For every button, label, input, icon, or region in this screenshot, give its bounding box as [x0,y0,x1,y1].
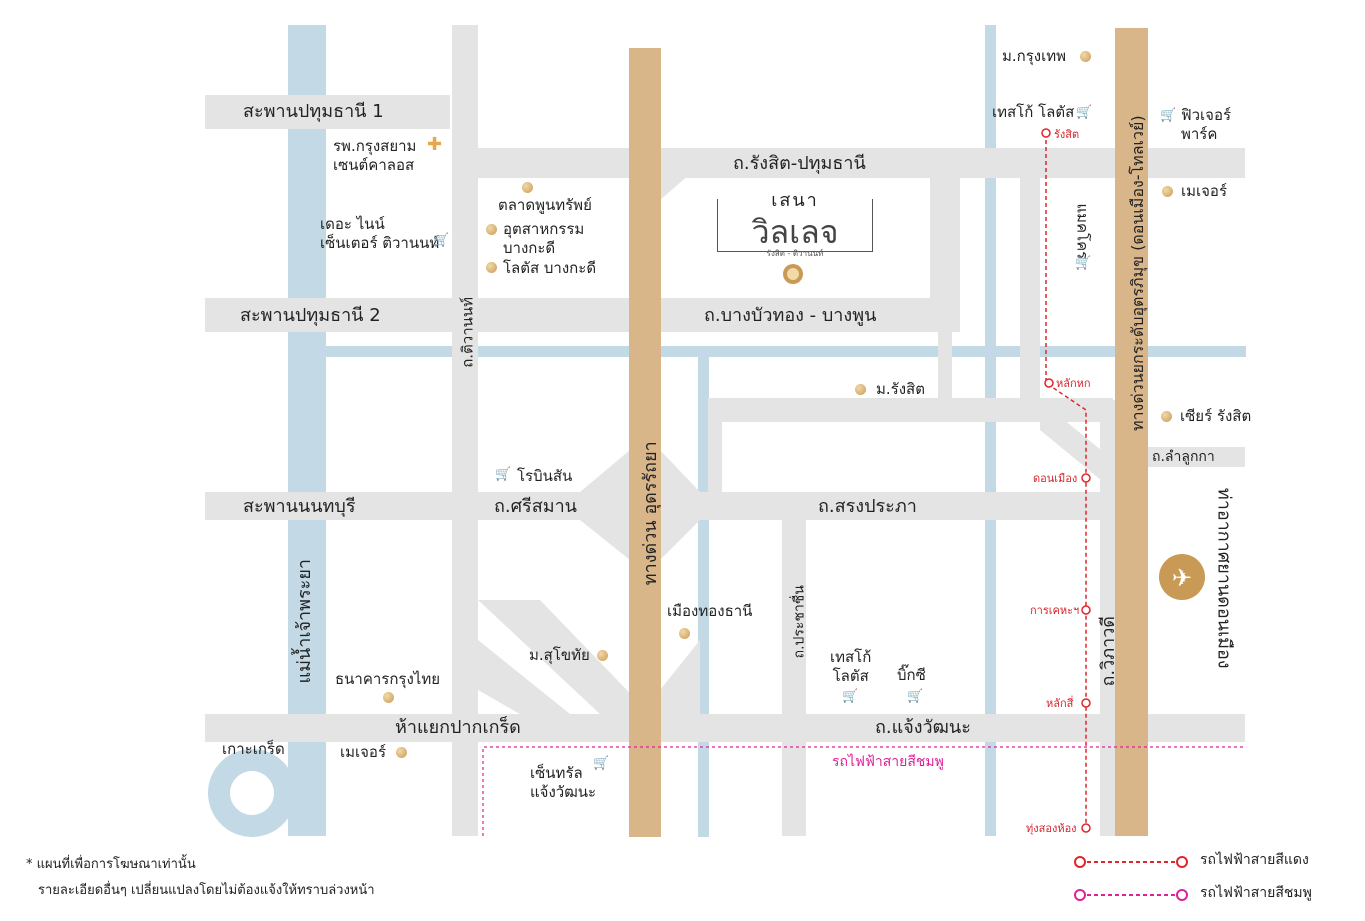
bangkok-uni-dot-icon [1080,51,1091,62]
airport-icon: ✈ [1159,554,1205,600]
tesco-lotus-top-label: เทสโก้ โลตัส [992,103,1075,121]
footnote-line-1: * แผนที่เพื่อการโฆษณาเท่านั้น [26,857,196,872]
tesco-lotus-bottom-cart-icon: 🛒 [842,689,859,704]
airport-label: ท่าอากาศยานดอนเมือง [1213,487,1235,669]
future-park-label: ฟิวเจอร์ พาร์ค [1181,106,1232,143]
talad-poonsap-dot-icon [522,182,533,193]
lotus-bangkadi-label: โลตัส บางกะดี [503,259,597,277]
canals [208,25,1246,837]
robinson-label: โรบินสัน [517,467,573,485]
pink-line [482,746,1245,836]
pakkret-junction-label: ห้าแยกปากเกร็ด [395,717,521,738]
songprapa-road-label: ถ.สรงประภา [818,496,917,517]
prachachuen-road-label: ถ.ประชาชื่น [791,585,808,659]
project-location-marker [783,264,803,284]
map-legend [1074,856,1188,901]
logo-frame [717,199,873,252]
svg-text:✈: ✈ [1172,564,1192,592]
chaengwattana-road-label: ถ.แจ้งวัฒนะ [875,717,971,738]
krungsiam-hospital-label: รพ.กรุงสยาม เซนต์คาลอส [333,137,417,174]
mueang-thong-dot-icon [679,628,690,639]
central-chaengwattana-label: เซ็นทรัล แจ้งวัฒนะ [530,764,597,801]
logo-subtitle: รังสิต - ติวานนท์ [766,249,824,258]
zeer-rangsit-dot-icon [1161,411,1172,422]
sena-village-logo: เสนา วิลเลจ รังสิต - ติวานนท์ [715,185,875,290]
expressways [629,28,1148,837]
bridge-2-label: สะพานปทุมธานี 2 [240,305,381,326]
rangsit-uni-label: ม.รังสิต [876,380,925,398]
srisaman-road-label: ถ.ศรีสมาน [494,496,577,517]
mueang-thong-label: เมืองทองธานี [667,602,753,620]
rangsit-uni-dot-icon [855,384,866,395]
industrial-estate-label: อุตสาหกรรม บางกะดี [503,220,585,257]
zeer-rangsit-label: เซียร์ รังสิต [1180,407,1252,425]
tesco-lotus-bottom-label: เทสโก้ โลตัส [830,648,872,685]
koh-kret-label: เกาะเกร็ด [222,740,285,758]
footnote-line-2: รายละเอียดอื่นๆ เปลี่ยนแปลงโดยไม่ต้องแจ้… [38,883,375,898]
the-nine-cart-icon: 🛒 [433,233,450,248]
legend-red-line-label: รถไฟฟ้าสายสีแดง [1200,852,1309,868]
major-bottom-dot-icon [396,747,407,758]
krungthai-bank-label: ธนาคารกรุงไทย [335,670,441,688]
station-thung-song-hong-label: ทุ่งสองห้อง [1026,822,1077,835]
bangbuathong-road-label: ถ.บางบัวทอง - บางพูน [704,305,877,326]
major-bottom-label: เมเจอร์ [340,743,386,761]
makro-cart-icon: 🛒 [1075,256,1092,271]
tiwanon-road-label: ถ.ติวานนท์ [458,296,477,368]
udonratthaya-expressway-label: ทางด่วน อุดรรัถยา [639,441,661,586]
station-rangsit-label: รังสิต [1054,128,1080,141]
river-label: แม่น้ำเจ้าพระยา [293,558,315,684]
bridge-1-label: สะพานปทุมธานี 1 [243,101,384,122]
red-line [1041,128,1091,833]
lamlukka-road-label: ถ.ลำลูกกา [1152,449,1215,465]
legend-pink-line-label: รถไฟฟ้าสายสีชมพู [1200,885,1312,901]
the-nine-label: เดอะ ไนน์ เซ็นเตอร์ ติวานนท์ [320,215,440,252]
rangsit-pathum-road-label: ถ.รังสิต-ปทุมธานี [733,153,866,174]
bangkok-uni-label: ม.กรุงเทพ [1002,47,1067,65]
station-lak-si-label: หลักสี่ [1046,697,1074,710]
future-park-cart-icon: 🛒 [1160,108,1177,123]
central-cart-icon: 🛒 [593,756,610,771]
hospital-plus-icon: ✚ [427,134,443,155]
station-don-mueang-label: ดอนเมือง [1033,472,1078,485]
krungthai-bank-dot-icon [383,692,394,703]
logo-title: วิลเลจ [751,213,839,251]
tesco-lotus-top-cart-icon: 🛒 [1076,105,1093,120]
logo-brand: เสนา [771,190,819,211]
robinson-cart-icon: 🛒 [495,467,512,482]
vibhavadi-road-label: ถ.วิภาวดี [1097,616,1119,687]
major-rangsit-label: เมเจอร์ [1181,182,1227,200]
big-c-cart-icon: 🛒 [907,689,924,704]
station-kan-kheha-label: การเคหะฯ [1030,604,1080,617]
sukhothai-uni-label: ม.สุโขทัย [529,646,590,664]
bridge-nonthaburi-label: สะพานนนทบุรี [243,496,356,517]
major-rangsit-dot-icon [1162,186,1173,197]
big-c-label: บิ๊กซี [897,666,926,684]
lotus-bangkadi-dot-icon [486,262,497,273]
talad-poonsap-label: ตลาดพูนทรัพย์ [498,196,592,214]
sukhothai-uni-dot-icon [597,650,608,661]
donmueang-tollway-label: ทางด่วนยกระดับอุตรภิมุข (ดอนเมือง-โทลเวย… [1128,115,1147,431]
industrial-estate-dot-icon [486,224,497,235]
pink-line-label: รถไฟฟ้าสายสีชมพู [832,754,944,770]
station-lak-hok-label: หลักหก [1056,377,1091,390]
